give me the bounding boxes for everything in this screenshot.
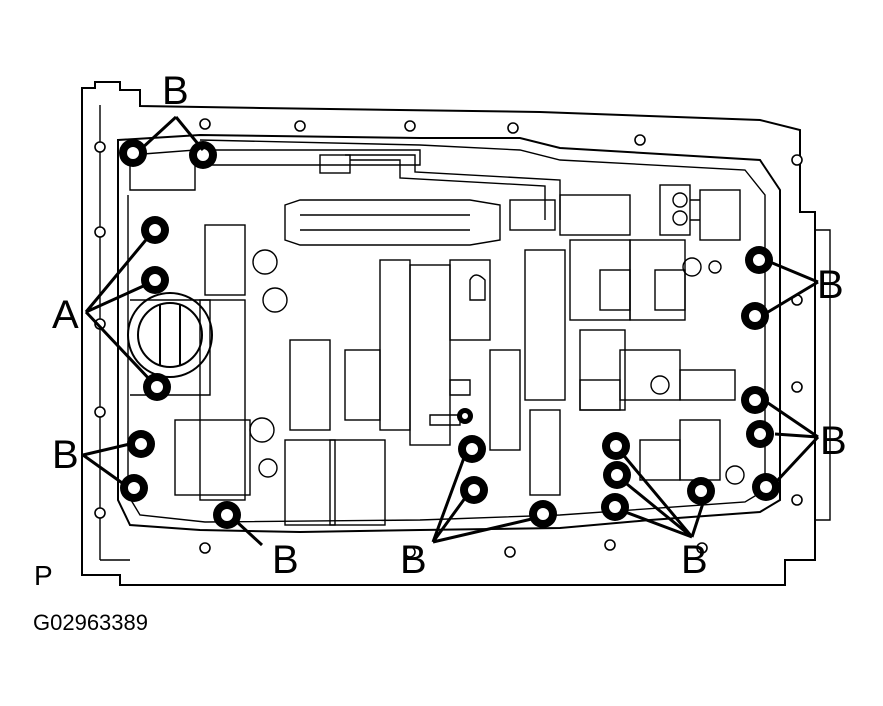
bolt-a-1: [141, 216, 169, 244]
view-label: P: [34, 560, 53, 591]
valve-body-outline: [117, 133, 781, 534]
callout-b-bottom-3: B: [681, 538, 708, 582]
bolt-b-17: [687, 477, 715, 505]
bolt-b-3: [745, 246, 773, 274]
bolts-b: [119, 139, 780, 529]
bolt-b-1: [119, 139, 147, 167]
perimeter-holes: [94, 118, 803, 558]
callout-b-right-lower: B: [820, 419, 847, 463]
bolt-b-6: [746, 420, 774, 448]
bolt-b-2: [189, 141, 217, 169]
bolt-b-9: [120, 474, 148, 502]
callout-b-top: B: [162, 69, 189, 113]
valve-components: [127, 149, 745, 526]
bolt-b-16: [601, 493, 629, 521]
bolt-b-5: [741, 386, 769, 414]
callout-labels: B A B B B B B B: [52, 69, 847, 582]
bolt-a-2: [141, 266, 169, 294]
bolt-b-8: [127, 430, 155, 458]
bolt-b-18: [457, 408, 473, 424]
case-outline: [81, 81, 831, 586]
callout-b-right-upper: B: [817, 263, 844, 307]
bolt-b-13: [529, 500, 557, 528]
callout-b-bottom-2: B: [400, 538, 427, 582]
figure-id: G02963389: [33, 610, 148, 635]
callout-a-left: A: [52, 293, 79, 337]
callout-b-bottom-1: B: [272, 538, 299, 582]
bolt-b-7: [752, 473, 780, 501]
bolts-a: [141, 216, 171, 401]
bolt-b-10: [213, 501, 241, 529]
bolt-b-4: [741, 302, 769, 330]
leader-lines: [82, 115, 820, 547]
callout-b-left-lower: B: [52, 433, 79, 477]
